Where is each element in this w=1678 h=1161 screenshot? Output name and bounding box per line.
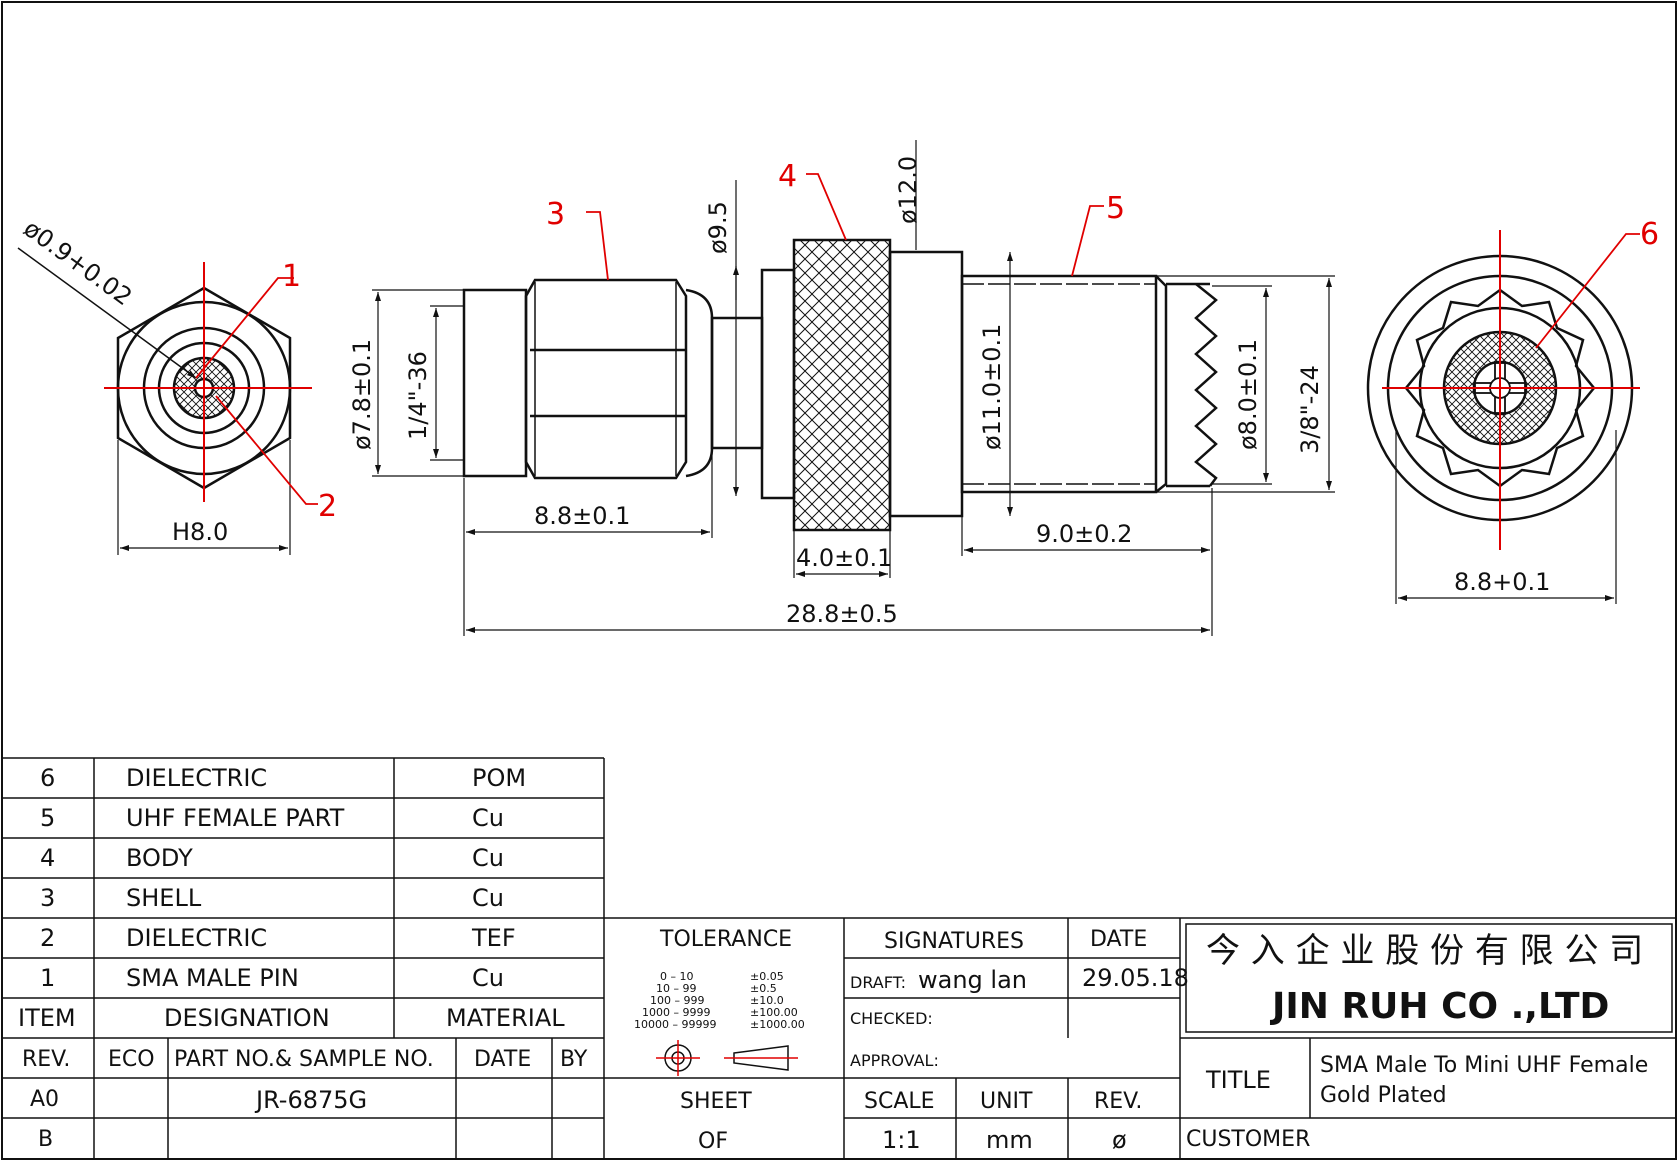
unit-value: mm (986, 1126, 1033, 1154)
draft-label: DRAFT: (850, 973, 906, 992)
company-name-chinese: 今 入 企 业 股 份 有 限 公 司 (1206, 931, 1643, 971)
tolerance-value-2: ±0.5 (750, 982, 777, 995)
bom-row-5-designation: UHF FEMALE PART (126, 804, 345, 832)
dim-dia-8: ø8.0±0.1 (1234, 339, 1262, 450)
rev-header-by: BY (560, 1047, 588, 1072)
approval-label: APPROVAL: (850, 1051, 939, 1070)
bom-row-1-item: 1 (40, 964, 55, 992)
of-label: OF (698, 1129, 728, 1154)
dim-hex-width: H8.0 (172, 518, 228, 546)
tolerance-value-4: ±100.00 (750, 1006, 798, 1019)
signatures-title: SIGNATURES (884, 929, 1024, 954)
bom-row-3-material: Cu (472, 884, 504, 912)
scale-label: SCALE (864, 1089, 935, 1114)
bom-row-1-material: Cu (472, 964, 504, 992)
rev-value: ø (1112, 1126, 1127, 1154)
bom-row-6-designation: DIELECTRIC (126, 764, 267, 792)
uhf-end-view: 8.8+0.1 (1366, 230, 1640, 604)
revision-table (2, 1037, 604, 1159)
rev-header-eco: ECO (108, 1047, 155, 1072)
tolerance-value-5: ±1000.00 (750, 1018, 805, 1031)
signatures-date-title: DATE (1090, 927, 1147, 952)
dim-dia-7-8: ø7.8±0.1 (348, 339, 376, 450)
rev-row-b: B (38, 1127, 53, 1152)
title-block-grid (604, 917, 1676, 1159)
dim-thread-3-8: 3/8"-24 (1296, 365, 1324, 454)
dim-pin-diameter: ø0.9+0.02 (18, 214, 137, 311)
tolerance-range-3: 100 – 999 (650, 994, 704, 1007)
bom-table (2, 757, 605, 1159)
projection-symbol-icon (656, 1040, 798, 1076)
tolerance-range-5: 10000 – 99999 (634, 1018, 716, 1031)
hex-end-view: ø0.9+0.02 H8.0 (17, 214, 312, 555)
dim-len-total: 28.8±0.5 (786, 600, 898, 628)
checked-label: CHECKED: (850, 1009, 933, 1028)
dim-dia-9-5: ø9.5 (704, 201, 732, 254)
bom-row-2-material: TEF (471, 924, 516, 952)
bom-row-2-item: 2 (40, 924, 55, 952)
dim-dia-12: ø12.0 (894, 156, 922, 224)
side-view: ø7.8±0.1 1/4"-36 ø9.5 ø12.0 ø11.0±0.1 ø8… (348, 140, 1335, 636)
bom-row-4-designation: BODY (126, 844, 193, 872)
title-line-2: Gold Plated (1320, 1083, 1447, 1108)
dim-len-9-0: 9.0±0.2 (1036, 520, 1132, 548)
bom-row-4-material: Cu (472, 844, 504, 872)
balloon-5: 5 (1106, 191, 1125, 226)
company-name-english: JIN RUH CO .,LTD (1269, 986, 1609, 1027)
bom-row-5-item: 5 (40, 804, 55, 832)
rev-header-date: DATE (474, 1047, 531, 1072)
title-label: TITLE (1205, 1066, 1271, 1094)
tolerance-range-2: 10 – 99 (656, 982, 697, 995)
bom-row-6-material: POM (472, 764, 526, 792)
rev-label: REV. (1094, 1089, 1142, 1114)
balloon-3: 3 (546, 197, 565, 232)
rev-row-a0-part: JR-6875G (254, 1086, 367, 1114)
bom-row-4-item: 4 (40, 844, 55, 872)
bom-header-item: ITEM (18, 1004, 76, 1032)
bom-row-2-designation: DIELECTRIC (126, 924, 267, 952)
scale-value: 1:1 (882, 1126, 921, 1154)
customer-label: CUSTOMER (1186, 1127, 1310, 1152)
dim-thread-1-4: 1/4"-36 (404, 351, 432, 440)
unit-label: UNIT (980, 1089, 1033, 1114)
balloon-4: 4 (778, 159, 797, 194)
tolerance-range-4: 1000 – 9999 (642, 1006, 710, 1019)
draft-name: wang lan (918, 966, 1027, 994)
balloon-2: 2 (318, 489, 337, 524)
bom-row-3-designation: SHELL (126, 884, 202, 912)
rev-header-part: PART NO.& SAMPLE NO. (174, 1047, 434, 1072)
title-line-1: SMA Male To Mini UHF Female (1320, 1053, 1648, 1078)
balloon-6: 6 (1640, 217, 1659, 252)
draft-date: 29.05.18 (1082, 964, 1189, 992)
bom-row-1-designation: SMA MALE PIN (126, 964, 299, 992)
bom-row-6-item: 6 (40, 764, 55, 792)
bom-row-5-material: Cu (472, 804, 504, 832)
bom-header-material: MATERIAL (446, 1004, 565, 1032)
part-balloons (195, 173, 1640, 505)
dim-len-4-0: 4.0±0.1 (796, 544, 892, 572)
sheet-label: SHEET (680, 1089, 752, 1114)
rev-header-rev: REV. (22, 1047, 70, 1072)
dim-len-8-8: 8.8±0.1 (534, 502, 630, 530)
tolerance-value-3: ±10.0 (750, 994, 784, 1007)
tolerance-range-1: 0 – 10 (660, 970, 694, 983)
dim-dia-11: ø11.0±0.1 (978, 324, 1006, 450)
tolerance-value-1: ±0.05 (750, 970, 784, 983)
dim-end-diameter: 8.8+0.1 (1454, 568, 1550, 596)
rev-row-a0: A0 (30, 1087, 59, 1112)
tolerance-title: TOLERANCE (659, 927, 792, 952)
bom-header-designation: DESIGNATION (164, 1004, 330, 1032)
bom-row-3-item: 3 (40, 884, 55, 912)
balloon-1: 1 (282, 259, 301, 294)
